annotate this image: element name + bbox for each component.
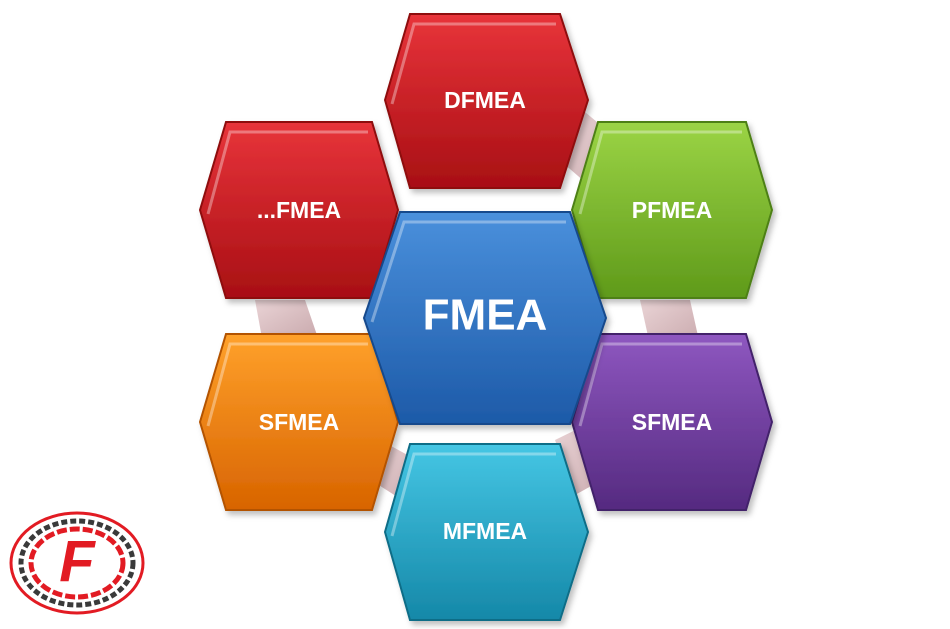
hex-sfmea-left-label: SFMEA	[259, 409, 340, 435]
hex-pfmea-highlight	[578, 130, 742, 215]
hex-sfmea-left-highlight	[206, 342, 368, 427]
logo-dark-ring	[18, 518, 136, 608]
hex-sfmea-right-highlight	[578, 342, 742, 427]
hex-dfmea-shape	[383, 13, 590, 189]
hex-pfmea-shape	[570, 121, 774, 299]
hex-mfmea-shape	[383, 443, 590, 621]
hex-pfmea: PFMEA	[570, 121, 774, 299]
brand-logo: F	[9, 511, 145, 615]
hex-sfmea-right: SFMEA	[570, 333, 774, 511]
hex-dfmea-highlight	[390, 22, 556, 105]
connector-sfmea-left-other	[255, 300, 318, 338]
hex-mfmea: MFMEA	[383, 443, 590, 621]
hex-other-fmea: ...FMEA	[198, 121, 400, 299]
hex-center-highlight	[370, 220, 566, 323]
hex-sfmea-left: SFMEA	[198, 333, 400, 511]
hex-center-label: FMEA	[423, 291, 548, 340]
hex-sfmea-right-label: SFMEA	[632, 409, 713, 435]
hex-center-fmea: FMEA	[362, 211, 608, 425]
logo-red-ring	[28, 526, 126, 600]
hex-center-shape	[362, 211, 608, 425]
hex-mfmea-label: MFMEA	[443, 518, 527, 544]
hex-other-fmea-highlight	[206, 130, 368, 215]
hex-dfmea-label: DFMEA	[444, 87, 526, 113]
hex-sfmea-right-shape	[570, 333, 774, 511]
hex-dfmea: DFMEA	[383, 13, 590, 189]
hex-pfmea-label: PFMEA	[632, 197, 713, 223]
hex-mfmea-highlight	[390, 452, 556, 537]
hex-other-fmea-label: ...FMEA	[257, 197, 341, 223]
logo-letter: F	[59, 529, 96, 594]
